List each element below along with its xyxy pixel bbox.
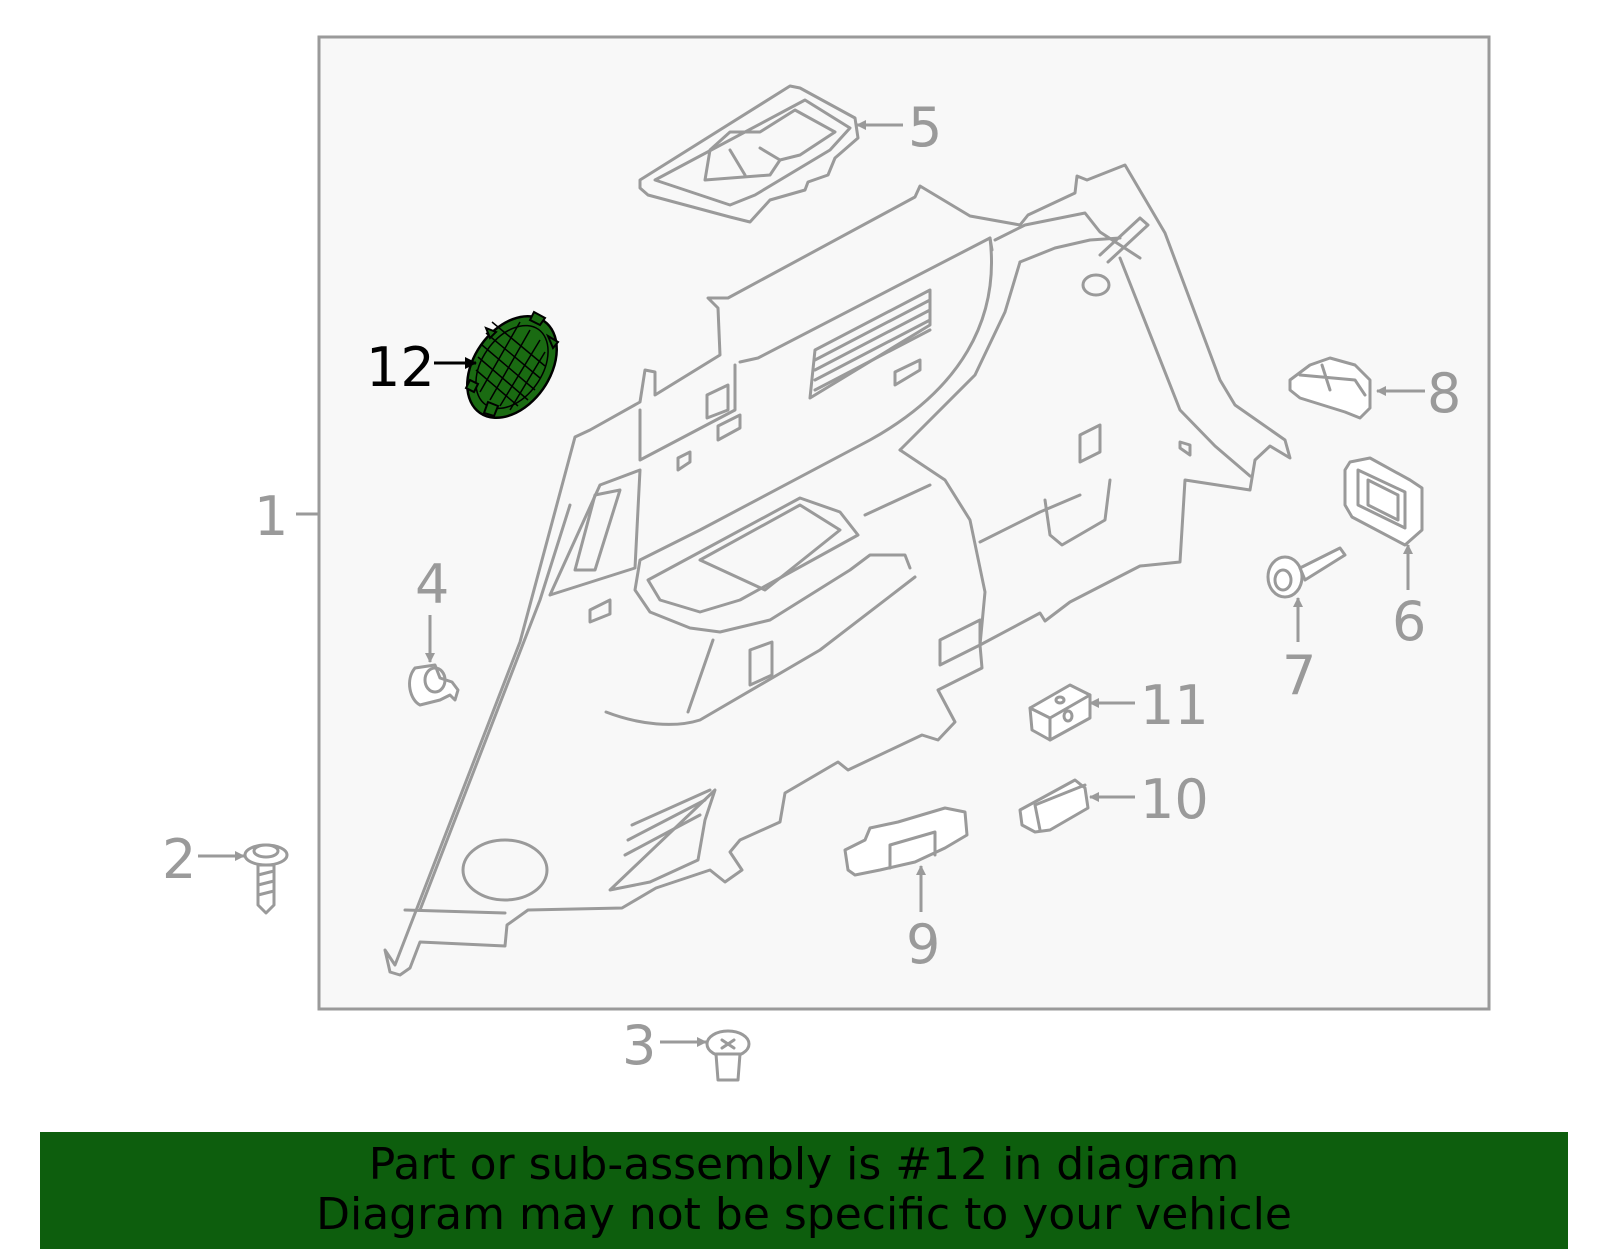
callout-5: 5 xyxy=(908,96,942,159)
info-banner: Part or sub-assembly is #12 in diagram D… xyxy=(40,1132,1568,1249)
part-1-quarter-trim-panel xyxy=(383,163,1292,977)
part-6-vent xyxy=(1343,456,1424,547)
callout-10: 10 xyxy=(1140,768,1209,831)
part-7-bolt xyxy=(1266,546,1347,599)
callout-3: 3 xyxy=(622,1014,656,1077)
part-5-upper-trim xyxy=(638,84,860,224)
leader-lines xyxy=(198,120,1425,1047)
callout-2: 2 xyxy=(162,828,196,891)
part-12-grille xyxy=(464,310,560,420)
callout-6: 6 xyxy=(1392,590,1426,653)
part-3-push-clip xyxy=(705,1029,751,1082)
callout-11: 11 xyxy=(1140,674,1209,737)
callout-9: 9 xyxy=(906,913,940,976)
banner-line-1: Part or sub-assembly is #12 in diagram xyxy=(368,1139,1240,1190)
callout-labels: 1 2 3 4 5 6 7 8 9 10 11 12 xyxy=(162,96,1461,1077)
part-9-handle xyxy=(843,806,969,877)
part-4-clip xyxy=(408,663,460,707)
callout-7: 7 xyxy=(1282,644,1316,707)
part-10-block xyxy=(1018,778,1090,834)
callout-12: 12 xyxy=(366,336,435,399)
part-8-bracket xyxy=(1288,356,1372,420)
part-11-block xyxy=(1028,683,1092,742)
banner-line-2: Diagram may not be specific to your vehi… xyxy=(316,1189,1292,1240)
callout-4: 4 xyxy=(415,553,449,616)
callout-1: 1 xyxy=(254,485,288,548)
part-2-screw xyxy=(243,843,289,915)
callout-8: 8 xyxy=(1427,362,1461,425)
